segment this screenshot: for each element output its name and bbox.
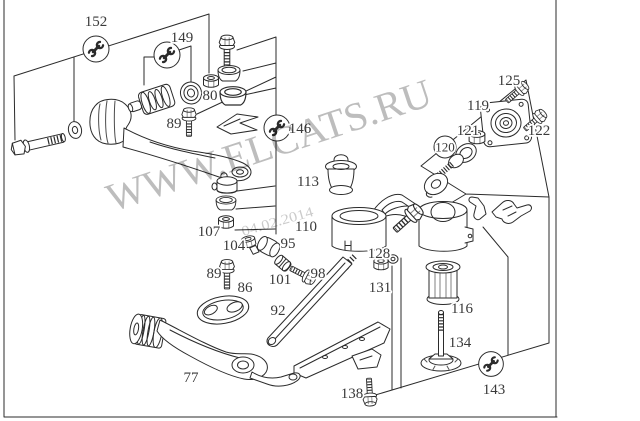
callout-label-119[interactable]: 119 [465,96,490,116]
callout-label-143[interactable]: 143 [481,380,507,400]
callout-label-134[interactable]: 134 [447,333,474,353]
callout-label-125[interactable]: 125 [496,71,522,91]
callout-label-146[interactable]: 146 [287,119,314,139]
part-bolt-89-lower [220,260,235,289]
part-bushing-113 [325,154,357,195]
part-clips-137 [468,196,532,224]
callout-labels: 152 149 80 89 146 113 107 104 95 110 101… [83,12,552,404]
part-washer [67,121,83,139]
part-bushing-101 [274,254,292,272]
part-bolt-long [10,132,66,156]
part-plate-86 [196,295,250,325]
callout-label-107[interactable]: 107 [196,222,223,242]
part-cup-upper [217,65,241,82]
part-mount-plate-119 [479,98,533,148]
part-idler-arm-110 [331,193,474,252]
tool-callout-152[interactable] [81,34,111,64]
part-nut-80 [203,74,219,88]
callout-label-101[interactable]: 101 [267,270,293,290]
callout-label-77[interactable]: 77 [182,368,201,388]
tool-callout-143[interactable] [477,350,505,378]
assembly-callout-120[interactable]: 120 [433,135,457,159]
part-bolt-138 [362,378,377,407]
part-bolt-89-upper [182,108,196,136]
callout-label-121[interactable]: 121 [455,121,481,141]
part-upper-control-arm [89,98,252,182]
part-clamp-95 [249,235,281,258]
part-washer-128 [387,254,399,264]
part-pin-120 [423,143,477,198]
callout-label-128[interactable]: 128 [366,244,392,264]
callout-label-104[interactable]: 104 [221,236,248,256]
part-cup-ball-joint [215,195,237,211]
part-lower-control-arm-77 [129,313,391,387]
part-shim-plate [216,113,259,135]
part-cup-lower [219,86,247,106]
callout-label-116[interactable]: 116 [449,299,475,319]
part-stud-134 [420,310,462,372]
callout-label-98[interactable]: 98 [309,264,328,284]
callout-label-152[interactable]: 152 [83,12,109,32]
part-ball-stud [211,172,238,194]
callout-label-149[interactable]: 149 [169,28,195,48]
callout-label-89-upper[interactable]: 89 [165,114,184,134]
part-strut-92 [266,252,359,347]
part-bolt-80-stack [219,35,235,66]
part-bushing-149 [127,83,176,115]
callout-label-120: 120 [435,140,455,155]
part-bushing-116 [425,260,461,305]
drawing-frame [3,0,558,418]
callout-label-138[interactable]: 138 [339,384,365,404]
part-nut-107 [218,215,234,229]
callout-label-95[interactable]: 95 [279,234,298,254]
callout-label-89-lower[interactable]: 89 [205,264,224,284]
callout-label-113[interactable]: 113 [295,172,320,192]
callout-label-110[interactable]: 110 [293,217,318,237]
part-grooved-bushing [179,81,203,105]
callout-label-131[interactable]: 131 [367,278,393,298]
callout-label-80[interactable]: 80 [201,86,220,106]
callout-label-92[interactable]: 92 [269,301,288,321]
callout-label-122[interactable]: 122 [526,121,552,141]
callout-label-86[interactable]: 86 [236,278,255,298]
